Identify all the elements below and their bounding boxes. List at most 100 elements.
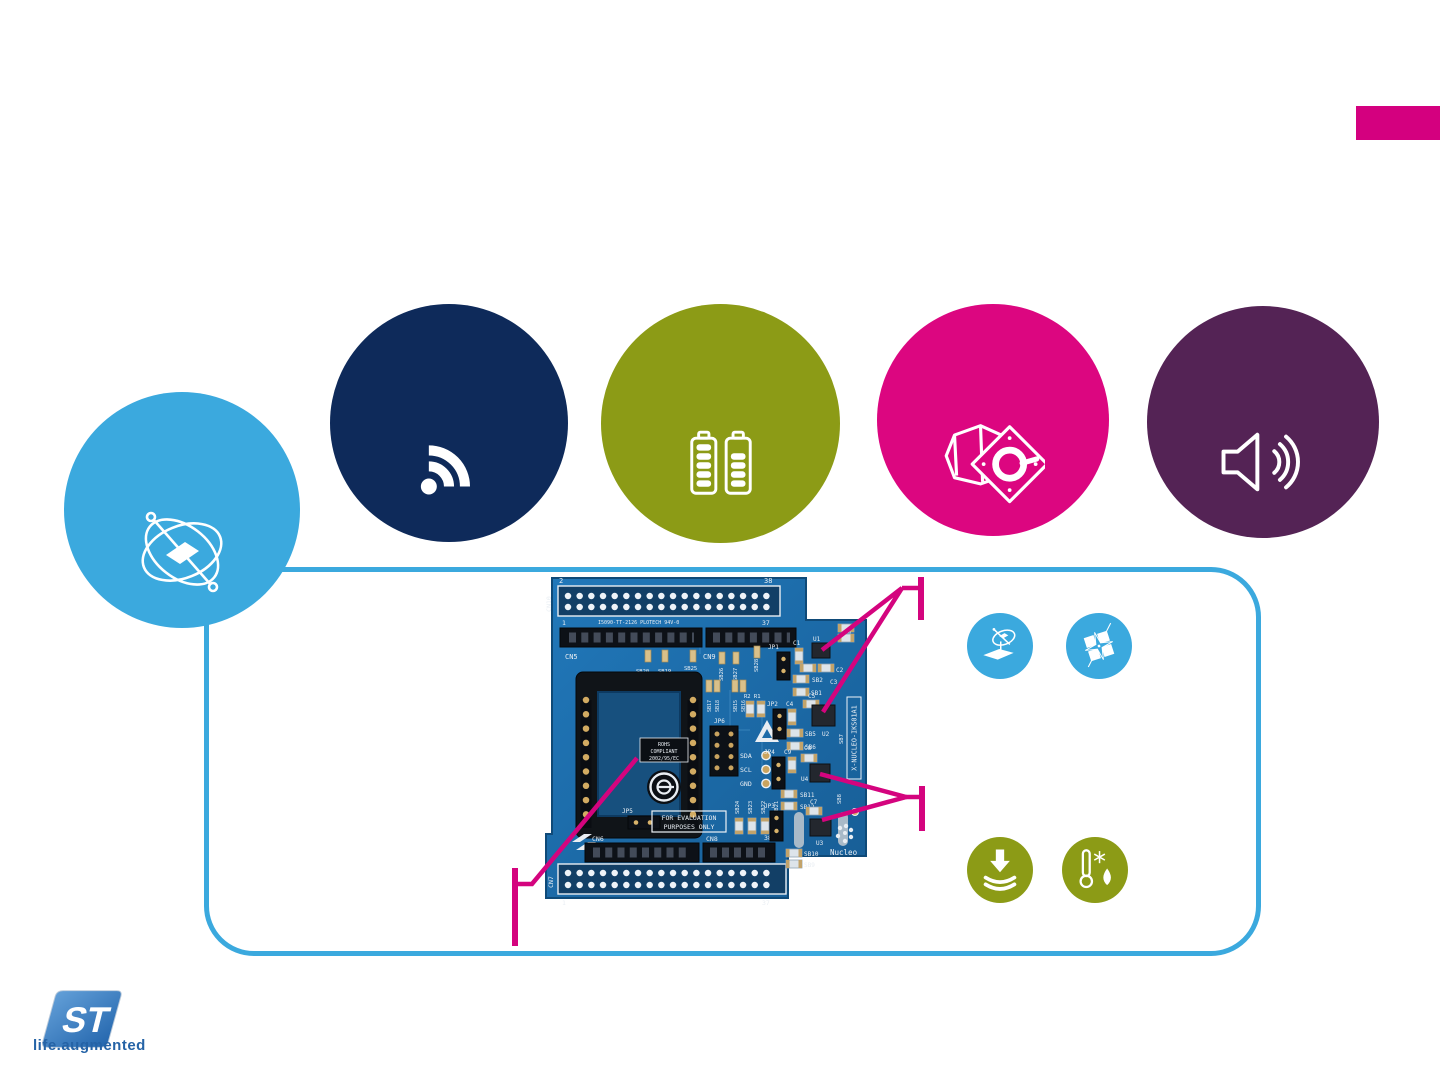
badge-magnetometer bbox=[1066, 613, 1132, 679]
silkscreen-sb23: SB23 bbox=[748, 801, 754, 814]
jumper-jp5 bbox=[627, 815, 661, 830]
silkscreen-u3: U3 bbox=[816, 840, 824, 847]
silkscreen-sb18: SB18 bbox=[715, 700, 721, 712]
st-logo: ST bbox=[41, 990, 122, 1048]
silkscreen-sb17: SB17 bbox=[707, 700, 713, 712]
silkscreen-u1: U1 bbox=[813, 636, 821, 643]
silkscreen-jp5: JP5 bbox=[622, 808, 633, 815]
wifi-icon bbox=[420, 445, 470, 495]
silkscreen-pin37: 37 bbox=[762, 619, 770, 627]
silkscreen-cn9: CN9 bbox=[703, 653, 716, 661]
chip-u3 bbox=[809, 818, 832, 837]
silkscreen-c3: C3 bbox=[830, 679, 838, 686]
st-e-mark-icon bbox=[647, 770, 681, 804]
feature-circle-battery bbox=[601, 304, 840, 543]
silkscreen-u2: U2 bbox=[822, 731, 830, 738]
silkscreen-mfg: I5090-TT-2126 PLOTECH 94V-0 bbox=[598, 620, 679, 626]
badge-temperature-humidity bbox=[1062, 837, 1128, 903]
silkscreen-sb8: SB8 bbox=[837, 794, 843, 804]
badge-accelerometer-gyroscope bbox=[967, 613, 1033, 679]
silkscreen-rohs3: 2002/95/EC bbox=[649, 756, 679, 762]
feature-circle-motion bbox=[64, 392, 300, 628]
silkscreen-sb25: SB25 bbox=[684, 666, 697, 672]
silkscreen-c9: C9 bbox=[784, 749, 792, 756]
dil24-socket-j1: J1 ROHS COMPLIANT 2002/95/EC bbox=[575, 670, 703, 839]
silkscreen-cn5: CN5 bbox=[565, 653, 578, 661]
silkscreen-sb15: SB15 bbox=[733, 700, 739, 712]
silkscreen-sb28: SB28 bbox=[754, 659, 760, 672]
silkscreen-sb22: SB22 bbox=[761, 801, 767, 814]
silkscreen-c1: C1 bbox=[793, 640, 801, 647]
chip-u4 bbox=[809, 763, 831, 783]
silkscreen-sda: SDA bbox=[740, 752, 752, 760]
jumper-jp2 bbox=[772, 708, 787, 740]
silkscreen-sb21: SB21 bbox=[774, 801, 780, 814]
pressure-icon bbox=[983, 849, 1017, 891]
silkscreen-c8: C8 bbox=[804, 745, 812, 752]
silkscreen-pin37b: 37 bbox=[762, 899, 770, 907]
feature-panel bbox=[204, 567, 1261, 956]
jumper-jp3 bbox=[769, 810, 784, 842]
silkscreen-pin1b: 1 bbox=[562, 899, 566, 907]
stepper-motor-icon bbox=[944, 424, 1045, 504]
jumper-jp1 bbox=[776, 651, 791, 681]
silkscreen-board-name: X-NUCLEO-IKS01A1 bbox=[851, 705, 859, 770]
silkscreen-sb26: SB26 bbox=[719, 668, 725, 681]
silkscreen-jp2: JP2 bbox=[767, 701, 778, 708]
silkscreen-c7: C7 bbox=[810, 799, 818, 806]
feature-circle-motor bbox=[877, 304, 1109, 536]
silkscreen-sb5: SB5 bbox=[805, 731, 816, 738]
silkscreen-c5: C5 bbox=[808, 693, 816, 700]
silkscreen-sb11: SB11 bbox=[800, 792, 815, 799]
silkscreen-cn8: CN8 bbox=[706, 835, 718, 843]
badge-pressure bbox=[967, 837, 1033, 903]
silkscreen-eval1: FOR EVALUATION bbox=[662, 814, 717, 822]
feature-circle-audio bbox=[1147, 306, 1379, 538]
dual-battery-icon bbox=[689, 430, 752, 495]
st-tagline: life.augmented bbox=[33, 1037, 146, 1054]
silkscreen-pin38b: 38 bbox=[764, 834, 772, 842]
accent-bar bbox=[1356, 106, 1440, 140]
silkscreen-sb16: SB16 bbox=[741, 700, 747, 712]
temp-humidity-icon bbox=[1079, 849, 1111, 889]
silkscreen-nucleo: Nucleo bbox=[830, 848, 858, 857]
silkscreen-scl: SCL bbox=[740, 766, 752, 774]
silkscreen-cn6: CN6 bbox=[592, 835, 604, 843]
silkscreen-u4: U4 bbox=[801, 776, 809, 783]
silkscreen-cn7: CN7 bbox=[547, 876, 555, 888]
silkscreen-sb27: SB27 bbox=[733, 668, 739, 681]
silkscreen-r2-r1: R2 R1 bbox=[744, 694, 761, 700]
nucleo-logo bbox=[835, 823, 854, 844]
silkscreen-sb7: SB7 bbox=[839, 734, 845, 744]
silkscreen-c2: C2 bbox=[836, 667, 844, 674]
silkscreen-pin2: 2 bbox=[559, 577, 563, 585]
silkscreen-sb10: SB10 bbox=[804, 851, 819, 858]
silkscreen-pin1: 1 bbox=[562, 619, 566, 627]
silkscreen-jp4: JP4 bbox=[764, 749, 775, 756]
silkscreen-sb2: SB2 bbox=[812, 677, 823, 684]
accel-gyro-icon bbox=[983, 627, 1016, 660]
st-logo-text: ST bbox=[58, 1000, 114, 1040]
connector-cn5-cn9: CN5 CN9 bbox=[559, 627, 797, 661]
silkscreen-rohs1: ROHS bbox=[658, 742, 670, 748]
silkscreen-rohs2: COMPLIANT bbox=[650, 749, 677, 755]
silkscreen-cn10: CN10 bbox=[545, 596, 553, 612]
silkscreen-sb6: SB6 bbox=[805, 744, 816, 751]
silkscreen-sb1: SB1 bbox=[811, 690, 822, 697]
silkscreen-eval2: PURPOSES ONLY bbox=[664, 823, 715, 831]
silkscreen-c4: C4 bbox=[786, 701, 794, 708]
silkscreen-jp6: JP6 bbox=[714, 718, 725, 725]
jumper-jp6 bbox=[709, 725, 739, 777]
silkscreen-pin38: 38 bbox=[764, 577, 772, 585]
silkscreen-sb9: SB9 bbox=[804, 862, 815, 869]
magnetometer-icon bbox=[1083, 622, 1115, 668]
jumper-jp4 bbox=[771, 756, 786, 790]
chip-u2 bbox=[811, 704, 836, 727]
silkscreen-gnd: GND bbox=[740, 780, 752, 788]
connector-cn10: CN10 2 38 1 I5090-TT-2126 PLOTECH 94V-0 … bbox=[545, 577, 782, 627]
speaker-icon bbox=[1221, 432, 1300, 492]
silkscreen-jp1: JP1 bbox=[768, 644, 779, 651]
silkscreen-sb24: SB24 bbox=[735, 800, 741, 814]
chip-u1 bbox=[811, 642, 831, 659]
feature-circle-connectivity bbox=[330, 304, 568, 542]
